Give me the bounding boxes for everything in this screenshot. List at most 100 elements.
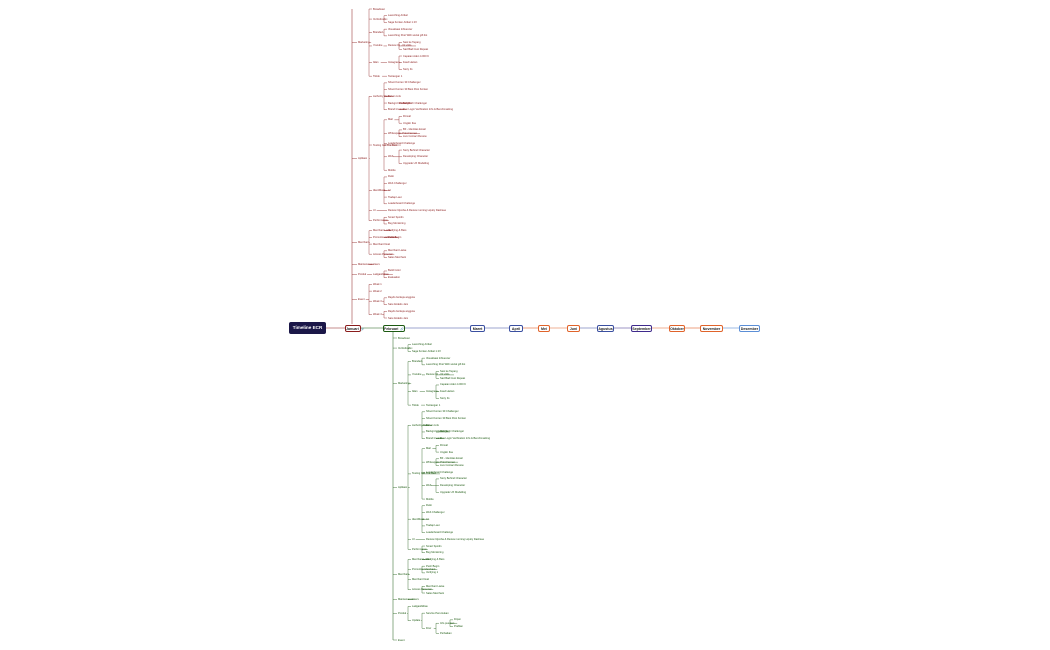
node-label[interactable]: Tiktok: [373, 74, 380, 78]
node-label[interactable]: Upgrade UX Modelling: [440, 490, 467, 494]
node-label[interactable]: Saga Konten Artikel 1 2X: [388, 20, 417, 24]
node-label[interactable]: Prafitan: [454, 625, 463, 629]
node-label[interactable]: Instagram: [388, 61, 400, 65]
node-label[interactable]: Merchant: [398, 573, 409, 577]
node-label[interactable]: Merchant Liaise: [388, 249, 407, 253]
node-label[interactable]: Developing Character: [440, 484, 466, 488]
node-label[interactable]: Produk: [358, 272, 367, 276]
node-label[interactable]: Week 3: [373, 299, 382, 303]
month-node-september[interactable]: September: [631, 324, 652, 332]
node-label[interactable]: Bug Monitoring: [426, 551, 444, 555]
node-label[interactable]: Capaian Aden 4.000 K: [440, 383, 466, 387]
node-label[interactable]: Iklan: [412, 390, 418, 394]
node-label[interactable]: Authority Reel: [412, 423, 429, 427]
node-label[interactable]: Evaluation: [388, 276, 401, 280]
node-label[interactable]: Fitpat: [454, 618, 461, 622]
node-label[interactable]: Sales Merchant: [388, 256, 407, 260]
node-label[interactable]: Promotion Merchant: [412, 568, 436, 572]
node-label[interactable]: Story IG: [403, 67, 413, 71]
node-label[interactable]: Fbmail: [440, 443, 448, 447]
node-label[interactable]: Rutin: [388, 175, 395, 179]
node-label[interactable]: Marketing: [398, 381, 410, 385]
node-label[interactable]: Launching Artikel: [388, 14, 408, 18]
node-label[interactable]: Story IG: [440, 396, 450, 400]
node-label[interactable]: UI: [373, 209, 376, 213]
node-label[interactable]: Raydo berkeja anggota: [388, 296, 415, 300]
node-label[interactable]: Push Begin: [426, 564, 440, 568]
node-label[interactable]: Sales Merchant: [426, 591, 445, 595]
node-label[interactable]: Verifying & Bars: [426, 557, 445, 561]
node-label[interactable]: Verifying 1: [426, 571, 439, 575]
node-label[interactable]: Build Color: [388, 269, 401, 273]
node-label[interactable]: Fbmail: [403, 114, 411, 118]
node-label[interactable]: Perbaikan: [440, 631, 452, 635]
node-label[interactable]: Users: [373, 262, 380, 266]
node-label[interactable]: Shoot Konten 30 Best Post Konten: [388, 88, 429, 92]
month-node-januari[interactable]: Januari🔗: [345, 324, 365, 332]
node-label[interactable]: Aplikasi: [358, 156, 367, 160]
node-label[interactable]: Shoot Konten 30 Challenger: [388, 81, 421, 85]
node-label[interactable]: Sesi ke Tayang: [403, 41, 421, 45]
node-label[interactable]: Sad Bad Cust Repeat: [403, 47, 429, 51]
node-label[interactable]: Promotion Merchant: [373, 235, 397, 239]
node-label[interactable]: Mail: [426, 447, 431, 451]
node-label[interactable]: Merchant Deal: [373, 242, 390, 246]
node-label[interactable]: Backgrd Challenge: [388, 101, 410, 105]
month-node-oktober[interactable]: Oktober: [669, 324, 685, 332]
node-label[interactable]: Shoot Konten 30 Best Post Konten: [426, 417, 467, 421]
node-label[interactable]: Ladgasibilitas: [412, 604, 428, 608]
node-label[interactable]: IG Refresh: [373, 17, 386, 21]
node-label[interactable]: AI: [426, 517, 429, 521]
node-label[interactable]: Identifikasi: [373, 188, 386, 192]
node-label[interactable]: Tiktok: [412, 403, 419, 407]
node-label[interactable]: Sad Bad Cust Repeat: [440, 376, 466, 380]
node-label[interactable]: Run Login Verification Info & Benchmarki…: [440, 437, 491, 441]
node-label[interactable]: Authority Reel: [373, 94, 390, 98]
node-label[interactable]: Event: [358, 298, 365, 302]
node-label[interactable]: Week 4: [373, 313, 382, 317]
node-label[interactable]: Satu Atraktis Jam: [388, 303, 409, 307]
node-label[interactable]: Bahan Link: [426, 423, 439, 427]
node-label[interactable]: Mail: [388, 118, 393, 122]
month-node-maret[interactable]: Maret: [470, 324, 485, 332]
node-label[interactable]: Run Login Verification Info & Benchmarki…: [403, 108, 454, 112]
node-label[interactable]: Rutin: [426, 504, 433, 508]
node-label[interactable]: Feed Harian: [440, 390, 455, 394]
node-label[interactable]: IG Refresh: [398, 346, 411, 350]
root-node[interactable]: Timeline ECR: [289, 322, 326, 334]
node-label[interactable]: Merchant: [358, 240, 369, 244]
node-label[interactable]: Fitur: [426, 626, 432, 630]
month-node-agustus[interactable]: Agustus: [597, 324, 614, 332]
node-label[interactable]: Access Personal: [412, 588, 432, 592]
node-label[interactable]: Brand Invoice: [388, 108, 404, 112]
node-label[interactable]: Branded: [412, 359, 422, 363]
node-label[interactable]: Instagram: [426, 390, 438, 394]
node-label[interactable]: BF - Identitas Email: [403, 128, 426, 132]
node-label[interactable]: Satu Atraktis Jam: [388, 316, 409, 320]
node-label[interactable]: Aplikasi: [398, 485, 407, 489]
node-label[interactable]: Iklan: [373, 61, 379, 65]
node-label[interactable]: Feed Harian: [403, 61, 418, 65]
node-label[interactable]: Service Peruntukan: [426, 611, 449, 615]
node-label[interactable]: UI: [412, 537, 415, 541]
month-node-februari[interactable]: Februari🔗: [383, 324, 405, 332]
node-label[interactable]: Smart Spoilin: [388, 215, 404, 219]
node-label[interactable]: Shoot Konten 30 Challenger: [426, 410, 459, 414]
node-label[interactable]: Tiadap Laut: [388, 195, 402, 199]
node-label[interactable]: Performance: [412, 547, 427, 551]
node-label[interactable]: Visualisasi Influencer: [426, 356, 451, 360]
node-label[interactable]: Users: [412, 598, 419, 602]
node-label[interactable]: Ladgasibilitas: [373, 272, 389, 276]
node-label[interactable]: Week 2: [373, 289, 382, 293]
node-label[interactable]: Soft Tech Challenger: [440, 430, 465, 434]
node-label[interactable]: Launching Post With social gift list: [388, 34, 428, 38]
node-label[interactable]: Produk: [398, 612, 407, 616]
node-label[interactable]: Info pusatan: [440, 621, 455, 625]
node-label[interactable]: Maintenance: [358, 262, 373, 266]
node-label[interactable]: Merchant Lock: [373, 229, 391, 233]
node-label[interactable]: Leaderboard Challenge: [426, 531, 454, 535]
node-label[interactable]: Youtube: [373, 44, 383, 48]
node-label[interactable]: Identifikasi: [412, 517, 425, 521]
node-label[interactable]: Broadcast: [398, 336, 410, 340]
node-label[interactable]: Raydo berkeja anggota: [388, 309, 415, 313]
